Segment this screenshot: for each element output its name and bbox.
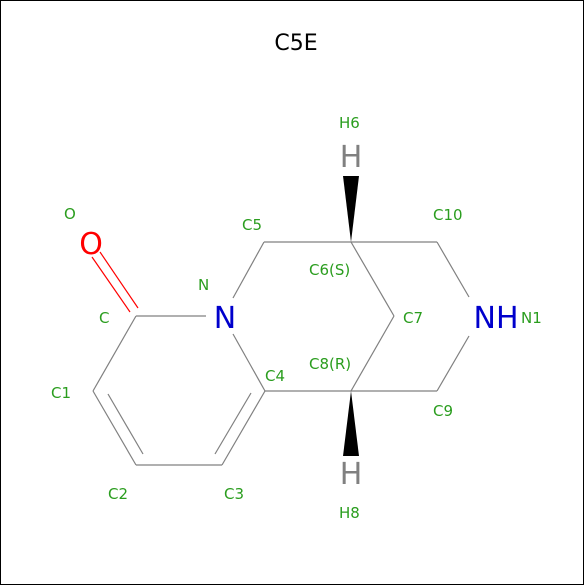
bond-c4-n	[232, 333, 266, 392]
atom-h8: H	[340, 457, 363, 492]
bond-c3-c4-inner	[214, 392, 252, 455]
label-c: C	[99, 309, 109, 327]
bond-c3-c4	[221, 390, 266, 466]
bond-c-o-b	[99, 251, 139, 309]
diagram-title: C5E	[274, 31, 317, 56]
label-c9: C9	[433, 402, 453, 420]
bond-nh-c9	[436, 335, 470, 392]
label-c1: C1	[51, 384, 71, 402]
label-h6: H6	[339, 114, 360, 132]
label-c5: C5	[242, 216, 262, 234]
atom-labels: O C N C1 C2 C3 C4 C5 C6(S) C7 C8(R) C9 C…	[51, 114, 542, 522]
bond-c-o-a	[91, 256, 131, 313]
wedge-c6-h6	[343, 176, 359, 242]
atom-oxygen: O	[79, 227, 103, 262]
label-c2: C2	[108, 485, 128, 503]
bond-n-c5	[232, 241, 265, 299]
bond-c1-c2	[92, 390, 137, 466]
label-c8: C8(R)	[309, 355, 351, 373]
bond-c1-c2-inner	[107, 393, 144, 455]
wedge-c8-h8	[343, 391, 359, 456]
label-c4: C4	[265, 367, 285, 385]
label-c10: C10	[433, 206, 463, 224]
label-h8: H8	[339, 504, 360, 522]
atom-h6: H	[340, 140, 363, 175]
label-n1: N1	[521, 309, 542, 327]
label-o: O	[64, 205, 76, 223]
bond-c7-c8	[350, 315, 395, 392]
bond-c10-nh	[436, 241, 470, 298]
bonds	[91, 176, 470, 466]
label-n: N	[198, 276, 209, 294]
label-c6: C6(S)	[309, 261, 350, 279]
label-c3: C3	[224, 485, 244, 503]
atom-nitrogen: N	[214, 301, 236, 336]
bond-c-c1	[92, 315, 137, 392]
atom-nh: NH	[474, 301, 519, 336]
label-c7: C7	[403, 309, 423, 327]
bond-c6-c7	[350, 241, 395, 317]
